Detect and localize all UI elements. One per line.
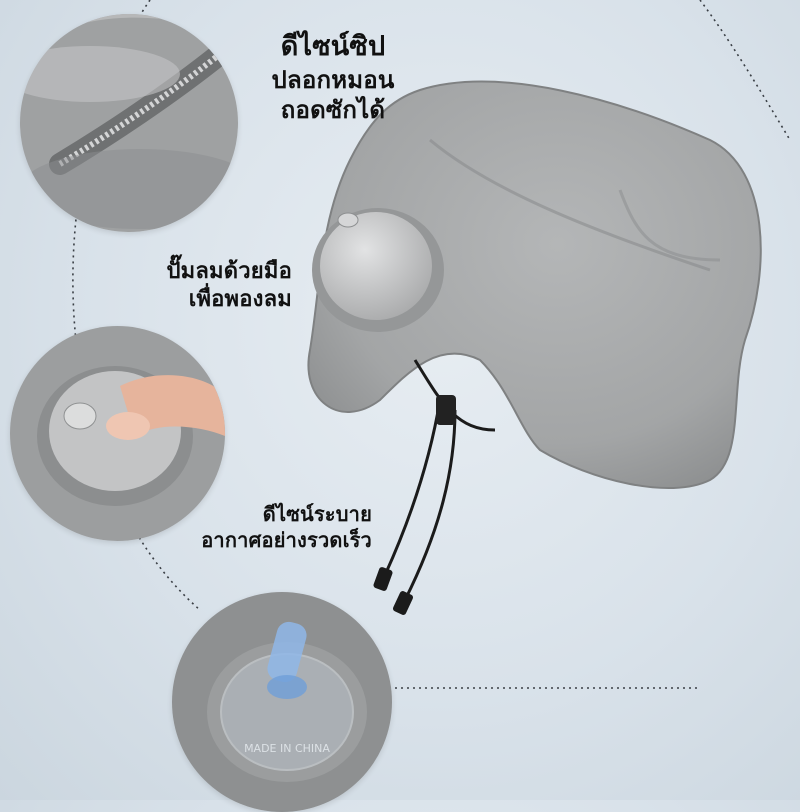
drawstring-cord-icon — [373, 359, 496, 615]
release-caption-line2: อากาศอย่างรวดเร็ว — [201, 527, 372, 552]
pump-caption-line2: เพื่อพองลม — [188, 287, 292, 313]
zipper-caption: ดีไซน์ซิป ปลอกหมอน ถอดซักได้ — [258, 30, 408, 126]
valve-closeup-photo: MADE IN CHINA — [172, 592, 392, 812]
zipper-closeup-photo — [20, 14, 238, 232]
pump-caption: ปั๊มลมด้วยมือ เพื่อพองลม — [132, 258, 292, 314]
zipper-caption-line2: ปลอกหมอน — [271, 65, 395, 94]
valve-imprint: MADE IN CHINA — [244, 742, 330, 755]
zipper-caption-line1: ดีไซน์ซิป — [280, 31, 386, 62]
release-caption-line1: ดีไซน์ระบาย — [262, 502, 372, 526]
pump-caption-line1: ปั๊มลมด้วยมือ — [166, 259, 292, 284]
pump-closeup-photo — [10, 326, 225, 541]
neck-pillow-photo — [290, 70, 770, 630]
release-caption: ดีไซน์ระบาย อากาศอย่างรวดเร็ว — [172, 502, 372, 553]
pump-dome-icon — [312, 208, 444, 332]
zipper-caption-line3: ถอดซักได้ — [280, 96, 386, 125]
